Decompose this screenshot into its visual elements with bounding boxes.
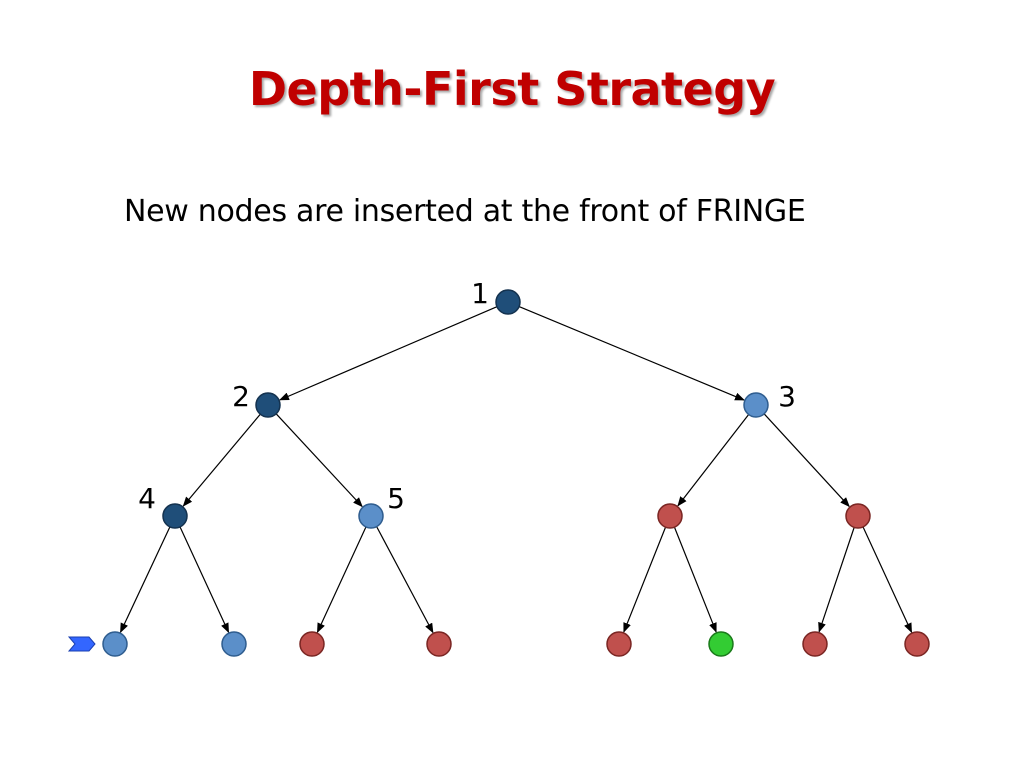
tree-node-n8-fringe: [102, 631, 128, 657]
tree-node-n1-expanded: [495, 289, 521, 315]
fringe-pointer-icon: [67, 636, 96, 652]
tree-node-labels: 1 2 3 4 5: [138, 277, 796, 515]
tree-node-n13-goal: [708, 631, 734, 657]
tree-edge-n6-n13: [673, 526, 717, 633]
tree-edge-n3-n7: [763, 413, 850, 508]
tree-edge-n5-n10: [316, 526, 367, 634]
tree-node-n2-expanded: [255, 392, 281, 418]
tree-edge-n1-n3: [518, 306, 745, 401]
tree-edges: [119, 306, 913, 634]
tree-node-n5-fringe: [358, 503, 384, 529]
tree-edge-n4-n8: [119, 526, 171, 634]
tree-node-n14-unexplored: [802, 631, 828, 657]
node-label-n5: 5: [387, 482, 405, 515]
tree-edge-n3-n6: [677, 414, 750, 507]
tree-edge-n2-n4: [182, 413, 261, 507]
tree-node-n3-fringe: [743, 392, 769, 418]
slide-title: Depth-First Strategy: [248, 62, 776, 116]
slide-subtitle: New nodes are inserted at the front of F…: [124, 194, 806, 229]
tree-edge-n1-n2: [279, 306, 498, 401]
tree-node-n10-unexplored: [299, 631, 325, 657]
tree-edge-n4-n9: [179, 526, 230, 634]
tree-node-n9-fringe: [221, 631, 247, 657]
tree-node-n12-unexplored: [606, 631, 632, 657]
node-label-n2: 2: [232, 380, 250, 413]
node-label-n4: 4: [138, 482, 156, 515]
tree-node-n7-unexplored: [845, 503, 871, 529]
tree-edge-n7-n15: [862, 526, 913, 634]
node-label-n3: 3: [778, 380, 796, 413]
tree-node-n15-unexplored: [904, 631, 930, 657]
tree-node-n11-unexplored: [426, 631, 452, 657]
tree-edge-n7-n14: [818, 527, 855, 633]
tree-edge-n2-n5: [275, 413, 363, 508]
tree-edge-n5-n11: [376, 526, 434, 634]
tree-nodes: [102, 289, 930, 657]
node-label-n1: 1: [471, 277, 489, 310]
tree-node-n6-unexplored: [657, 503, 683, 529]
tree-node-n4-expanded: [162, 503, 188, 529]
tree-edge-n6-n12: [623, 526, 667, 633]
fringe-pointer: [67, 636, 96, 652]
